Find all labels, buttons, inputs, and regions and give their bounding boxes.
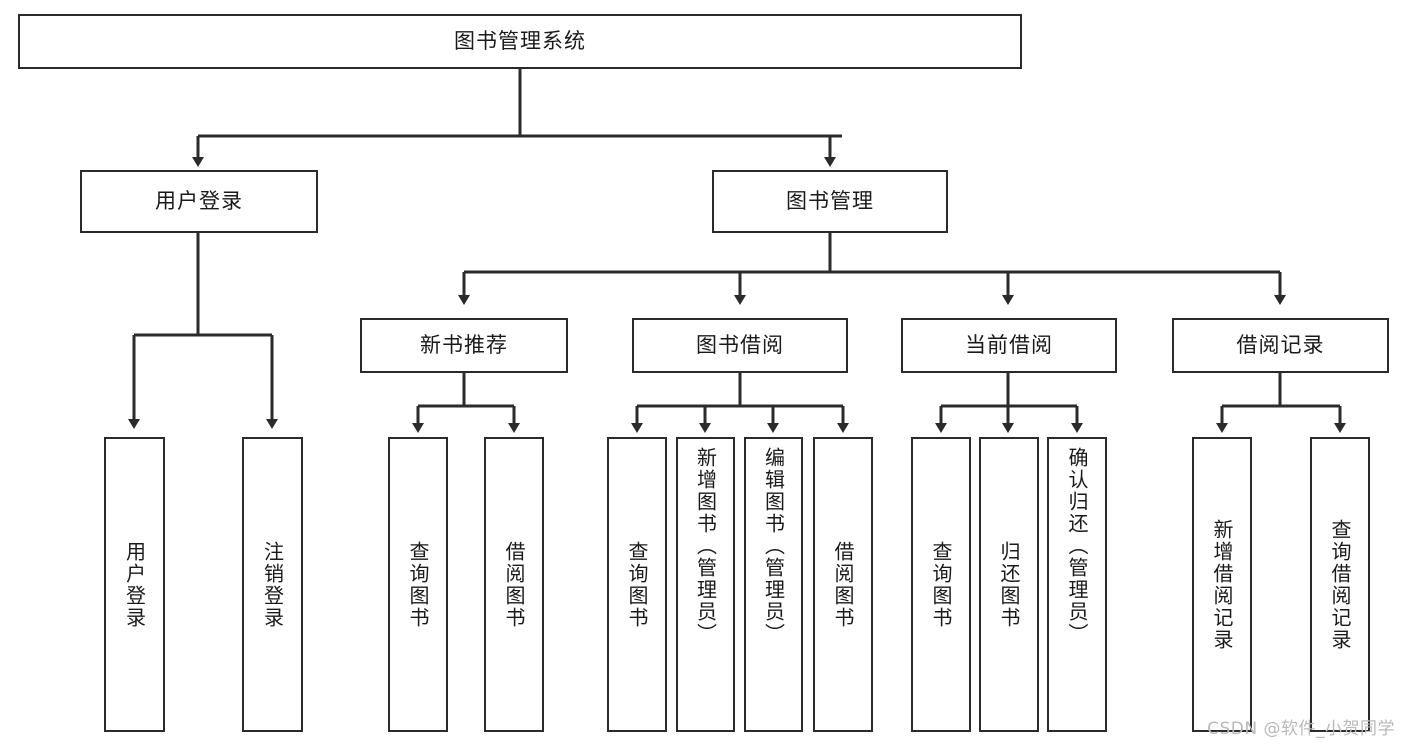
node-book-borrow-label: 图书借阅 (696, 333, 784, 358)
leaf-add-borrow-record[interactable]: 新增借阅记录 (1192, 437, 1252, 732)
node-book-manage[interactable]: 图书管理 (712, 170, 948, 233)
leaf-borrow-book-recommend-label: 借阅图书 (502, 540, 526, 629)
leaf-edit-book-admin-label: 编辑图书（管理员） (761, 447, 786, 645)
leaf-return-book[interactable]: 归还图书 (979, 437, 1039, 732)
leaf-query-borrow-record[interactable]: 查询借阅记录 (1310, 437, 1370, 732)
leaf-query-borrow-record-label: 查询借阅记录 (1328, 518, 1352, 651)
leaf-borrow-book[interactable]: 借阅图书 (813, 437, 873, 732)
node-user-login-label: 用户登录 (155, 189, 243, 214)
node-new-book-recommend[interactable]: 新书推荐 (360, 318, 568, 373)
leaf-logout-label: 注销登录 (260, 540, 285, 629)
leaf-query-book-recommend[interactable]: 查询图书 (388, 437, 448, 732)
node-root-label: 图书管理系统 (454, 29, 586, 54)
leaf-borrow-book-label: 借阅图书 (831, 540, 855, 629)
node-new-book-recommend-label: 新书推荐 (420, 333, 508, 358)
leaf-logout[interactable]: 注销登录 (242, 437, 303, 732)
node-borrow-record-label: 借阅记录 (1236, 333, 1325, 358)
leaf-user-login-label: 用户登录 (122, 540, 147, 629)
leaf-return-book-label: 归还图书 (997, 540, 1021, 629)
leaf-query-book-current[interactable]: 查询图书 (911, 437, 971, 732)
node-borrow-record[interactable]: 借阅记录 (1172, 318, 1389, 373)
leaf-add-book-admin-label: 新增图书（管理员） (693, 447, 718, 645)
node-book-manage-label: 图书管理 (786, 189, 874, 214)
node-book-borrow[interactable]: 图书借阅 (632, 318, 848, 373)
leaf-user-login[interactable]: 用户登录 (104, 437, 165, 732)
leaf-add-book-admin[interactable]: 新增图书（管理员） (676, 437, 735, 732)
leaf-query-book-recommend-label: 查询图书 (406, 540, 430, 629)
leaf-confirm-return-admin-label: 确认归还（管理员） (1065, 447, 1089, 645)
leaf-query-book-borrow[interactable]: 查询图书 (607, 437, 667, 732)
leaf-edit-book-admin[interactable]: 编辑图书（管理员） (744, 437, 803, 732)
leaf-add-borrow-record-label: 新增借阅记录 (1210, 518, 1234, 651)
leaf-borrow-book-recommend[interactable]: 借阅图书 (484, 437, 544, 732)
node-current-borrow-label: 当前借阅 (965, 333, 1053, 358)
leaf-confirm-return-admin[interactable]: 确认归还（管理员） (1047, 437, 1107, 732)
node-current-borrow[interactable]: 当前借阅 (901, 318, 1117, 373)
node-user-login[interactable]: 用户登录 (80, 170, 318, 233)
node-root[interactable]: 图书管理系统 (18, 14, 1022, 69)
leaf-query-book-current-label: 查询图书 (929, 540, 953, 629)
leaf-query-book-borrow-label: 查询图书 (625, 540, 649, 629)
